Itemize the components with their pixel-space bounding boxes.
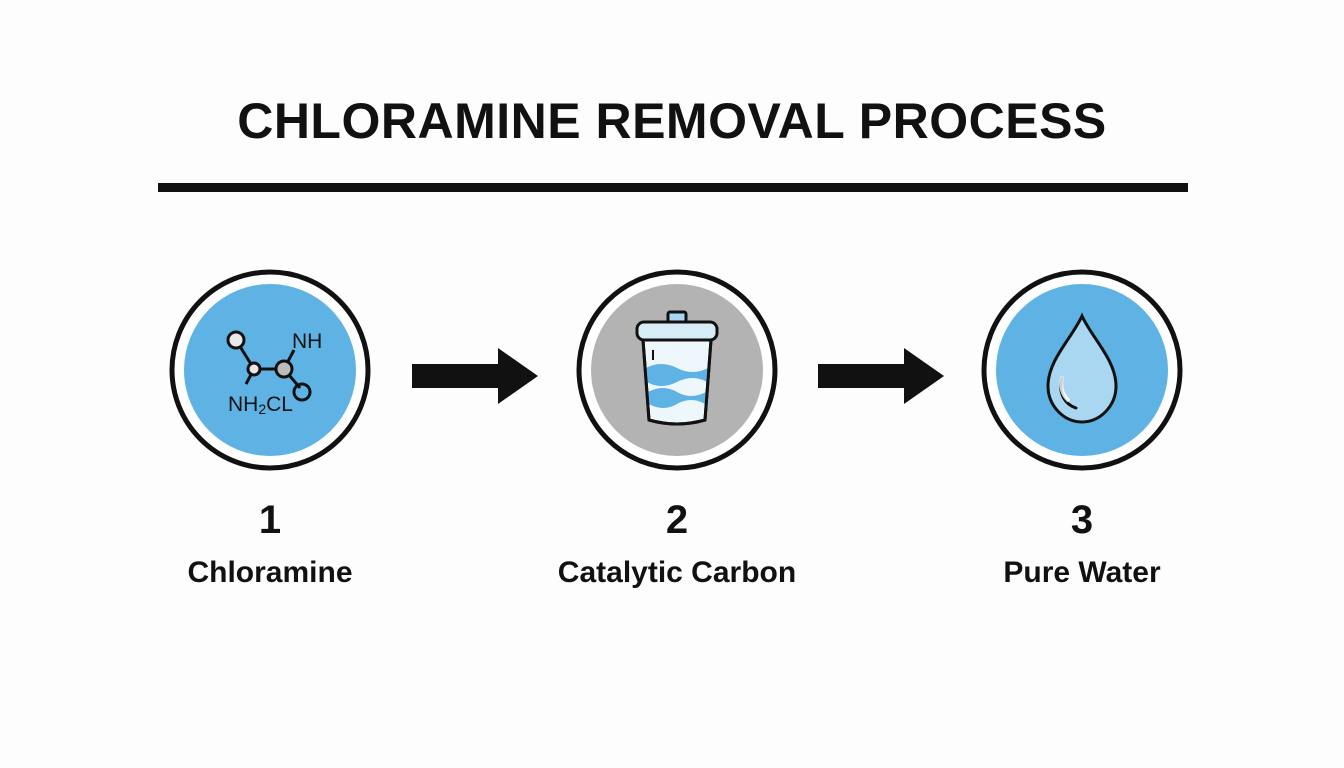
page-title: CHLORAMINE REMOVAL PROCESS bbox=[237, 93, 1107, 149]
step-2-number: 2 bbox=[665, 498, 689, 542]
arrow-right-icon bbox=[818, 346, 946, 411]
molecule-label-top: NH bbox=[292, 330, 322, 353]
arrow-right-icon bbox=[412, 346, 540, 411]
molecule-label-sub: 2 bbox=[258, 401, 266, 417]
step-2-label: Catalytic Carbon bbox=[557, 556, 797, 589]
step-3-label: Pure Water bbox=[1003, 556, 1161, 589]
step-1-circle: NH NH2CL bbox=[168, 268, 372, 472]
molecule-icon: NH NH2CL bbox=[169, 269, 371, 471]
water-drop-icon bbox=[981, 269, 1183, 471]
step-1-label: Chloramine bbox=[187, 556, 353, 589]
title-underline bbox=[158, 183, 1188, 192]
step-2-circle bbox=[575, 268, 779, 472]
molecule-label-nh: NH bbox=[228, 393, 258, 416]
step-1-number: 1 bbox=[258, 498, 282, 542]
svg-text:NH2CL: NH2CL bbox=[228, 393, 293, 417]
molecule-label-cl: CL bbox=[266, 393, 293, 416]
step-3-number: 3 bbox=[1070, 498, 1094, 542]
step-3-circle bbox=[980, 268, 1184, 472]
filter-cartridge-icon bbox=[576, 269, 778, 471]
